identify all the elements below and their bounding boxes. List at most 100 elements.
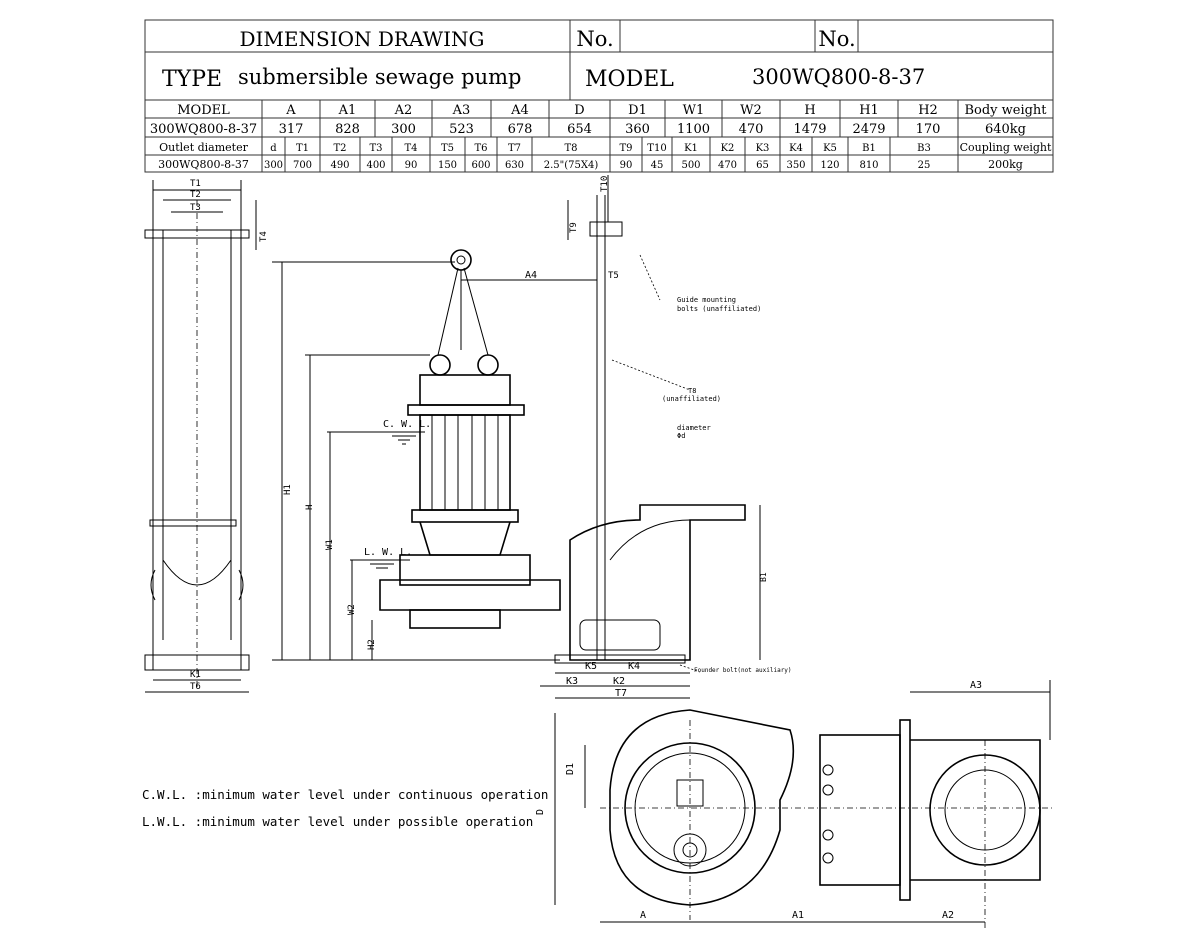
dim-a: A xyxy=(640,910,646,921)
table-value-cell: 828 xyxy=(335,122,360,137)
table-header-cell: K5 xyxy=(823,143,837,154)
side-view: T1 T2 T3 T4 K1 T6 xyxy=(144,179,269,693)
legend: C.W.L. :minimum water level under contin… xyxy=(142,787,548,829)
table-header-cell: H1 xyxy=(859,103,879,118)
guide-bolts-note: Guide mounting xyxy=(677,296,736,304)
table-header-cell: T8 xyxy=(564,143,577,154)
no-label: No. xyxy=(576,27,613,51)
table-header-cell: D xyxy=(574,103,584,118)
table-header-cell: T4 xyxy=(404,143,417,154)
table-header-cell: K2 xyxy=(721,143,735,154)
table-value-cell: 654 xyxy=(567,122,592,137)
table-value-cell: 90 xyxy=(405,160,418,171)
table-value-cell: 120 xyxy=(820,160,839,171)
type-label: TYPE xyxy=(162,67,222,92)
table-header-cell: T6 xyxy=(474,143,487,154)
type-value: submersible sewage pump xyxy=(238,65,521,89)
dim-h2: H2 xyxy=(367,639,377,650)
t8-note: (unaffiliated) xyxy=(662,395,721,403)
diameter-note: diameter xyxy=(677,424,711,432)
title-block: DIMENSION DRAWING No. No. TYPE submersib… xyxy=(144,19,1054,173)
table-header-cell: Body weight xyxy=(964,103,1047,118)
dim-k5: K5 xyxy=(585,661,597,672)
table-header-cell: T7 xyxy=(508,143,521,154)
dim-k1: K1 xyxy=(190,670,201,680)
table-value-cell: 45 xyxy=(651,160,664,171)
table-value-cell: 170 xyxy=(916,122,941,137)
dim-t1: T1 xyxy=(190,179,201,189)
table-header-cell: MODEL xyxy=(177,103,230,118)
table-header-cell: T3 xyxy=(369,143,382,154)
table-value-cell: 400 xyxy=(366,160,385,171)
table-value-cell: 500 xyxy=(681,160,700,171)
table-value-cell: 300WQ800-8-37 xyxy=(158,158,249,171)
table-value-cell: 470 xyxy=(739,122,764,137)
table-value-cell: 700 xyxy=(293,160,312,171)
table-value-cell: 523 xyxy=(449,122,474,137)
table-value-cell: 25 xyxy=(918,160,931,171)
table-header-cell: K1 xyxy=(684,143,698,154)
legend-lwl: L.W.L. :minimum water level under possib… xyxy=(142,814,533,829)
dim-a2: A2 xyxy=(942,910,954,921)
table-value-cell: 630 xyxy=(505,160,524,171)
no-label: No. xyxy=(818,27,855,51)
table-header-cell: Coupling weight xyxy=(960,141,1052,154)
table-value-cell: 300 xyxy=(264,160,283,171)
table-header-cell: B3 xyxy=(917,143,931,154)
dim-t7: T7 xyxy=(615,688,627,699)
table-header-cell: W1 xyxy=(683,103,705,118)
table-value-cell: 470 xyxy=(718,160,737,171)
model-value: 300WQ800-8-37 xyxy=(752,65,925,89)
dim-d: D xyxy=(535,809,546,815)
spec-table: MODEL300WQ800-8-37A317A1828A2300A3523A46… xyxy=(145,100,1053,172)
elevation-view: H1 H W1 W2 H2 A4 T9 T10 T5 B1 K5 K4 K3 K… xyxy=(272,175,792,699)
table-value-cell: 65 xyxy=(756,160,769,171)
table-header-cell: T1 xyxy=(296,143,309,154)
table-value-cell: 1479 xyxy=(793,122,826,137)
table-value-cell: 300WQ800-8-37 xyxy=(150,122,257,137)
dim-a3: A3 xyxy=(970,680,982,691)
dim-t3: T3 xyxy=(190,203,201,213)
guide-bolts-note: bolts (unaffiliated) xyxy=(677,305,761,313)
table-header-cell: A4 xyxy=(510,103,529,118)
plan-view: D1 D A A1 A2 A3 xyxy=(535,680,1055,930)
t8-note: T8 xyxy=(688,387,696,395)
table-value-cell: 300 xyxy=(391,122,416,137)
dim-k2: K2 xyxy=(613,676,625,687)
table-value-cell: 490 xyxy=(330,160,349,171)
dim-k3: K3 xyxy=(566,676,578,687)
table-header-cell: A2 xyxy=(394,103,413,118)
table-header-cell: K3 xyxy=(756,143,770,154)
table-value-cell: 360 xyxy=(625,122,650,137)
table-value-cell: 2.5"(75X4) xyxy=(544,160,599,171)
model-label: MODEL xyxy=(585,67,674,92)
table-header-cell: T9 xyxy=(619,143,632,154)
dim-d1: D1 xyxy=(565,763,576,775)
table-value-cell: 678 xyxy=(508,122,533,137)
founder-bolt-note: Founder bolt(not auxiliary) xyxy=(694,667,792,674)
table-value-cell: 600 xyxy=(471,160,490,171)
dim-b1: B1 xyxy=(759,572,768,582)
dim-a4: A4 xyxy=(525,270,537,281)
dim-h: H xyxy=(305,505,315,510)
table-header-cell: Outlet diameter xyxy=(159,141,248,154)
dim-h1: H1 xyxy=(283,484,293,495)
table-header-cell: T10 xyxy=(647,143,666,154)
drawing-title: DIMENSION DRAWING xyxy=(239,27,484,51)
dim-w2: W2 xyxy=(347,604,357,615)
table-header-cell: A xyxy=(285,103,296,118)
table-header-cell: B1 xyxy=(862,143,876,154)
table-value-cell: 90 xyxy=(620,160,633,171)
dim-w1: W1 xyxy=(325,539,335,550)
dim-t4: T4 xyxy=(259,231,269,242)
table-header-cell: A1 xyxy=(338,103,357,118)
dim-t9: T9 xyxy=(569,222,579,233)
table-header-cell: W2 xyxy=(740,103,762,118)
table-header-cell: d xyxy=(270,143,277,154)
table-value-cell: 1100 xyxy=(677,122,710,137)
lwl-label: L. W. L. xyxy=(364,547,412,558)
table-header-cell: T5 xyxy=(441,143,454,154)
table-header-cell: A3 xyxy=(452,103,471,118)
cwl-label: C. W. L. xyxy=(383,419,431,430)
